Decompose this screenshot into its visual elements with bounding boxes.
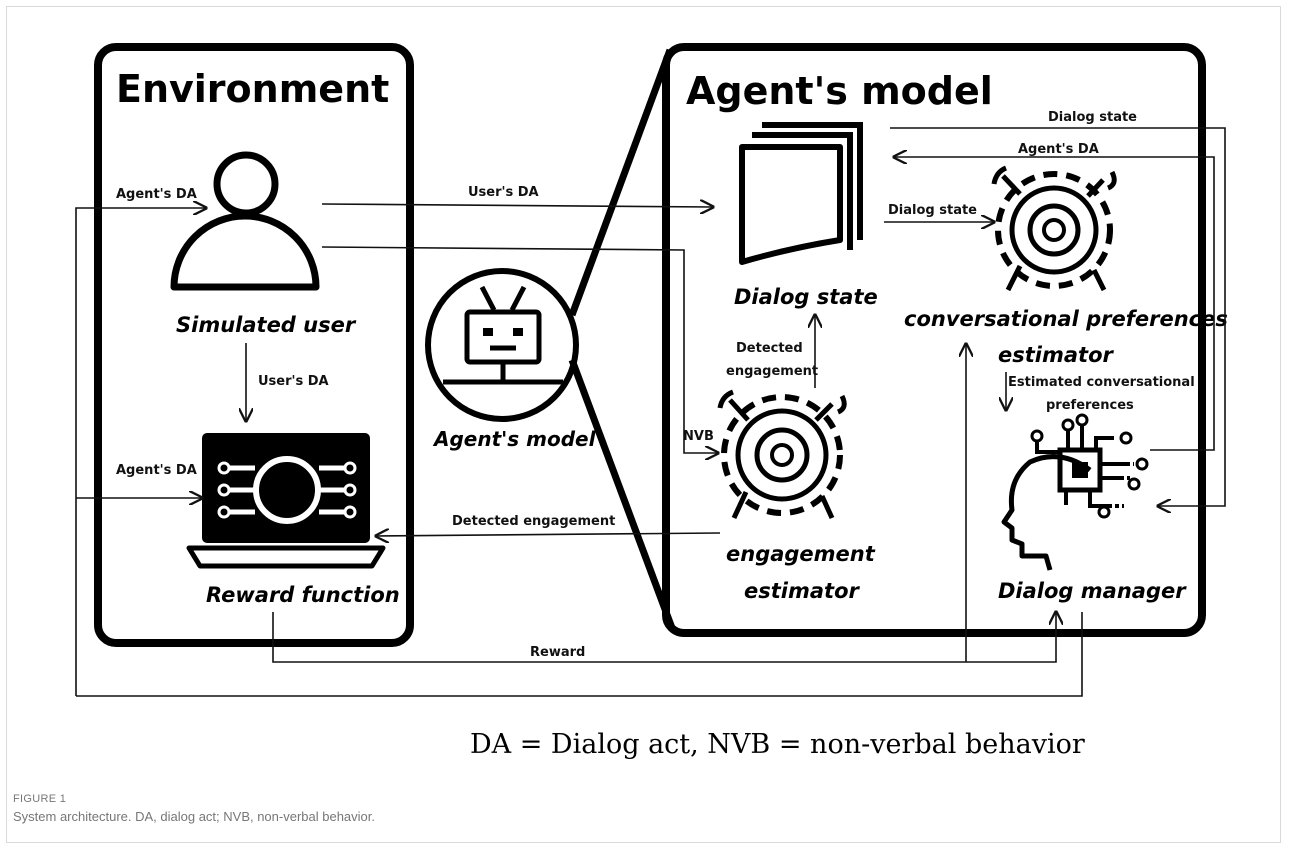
conv-preferences-label-2: estimator — [998, 343, 1114, 367]
edge-label-dialog-state-mid: Dialog state — [888, 203, 977, 218]
edge-label-estimated-2: preferences — [1046, 398, 1134, 413]
conv-preferences-gear-icon — [991, 165, 1117, 292]
laptop-icon — [186, 433, 386, 569]
environment-title: Environment : — [116, 67, 418, 111]
dialog-state-icon — [739, 122, 863, 265]
edge-label-agents-da-reward: Agent's DA — [116, 463, 197, 478]
zoom-line-top — [568, 48, 674, 317]
zoom-line-bottom — [568, 358, 676, 630]
edge-label-users-da-down: User's DA — [258, 374, 329, 389]
edge-label-detected-1: Detected — [736, 341, 803, 356]
agent-model-node-label: Agent's model — [432, 427, 597, 451]
edge-reward — [272, 612, 1056, 663]
edge-users-da-to-dialog-state — [321, 204, 713, 207]
edge-detected-engagement-to-reward — [376, 533, 721, 536]
edge-label-agents-da-user: Agent's DA — [116, 187, 197, 202]
simulated-user-label: Simulated user — [176, 313, 357, 337]
edge-agents-da-to-user — [75, 208, 206, 696]
engagement-gear-icon — [717, 389, 847, 520]
edge-label-reward: Reward — [530, 645, 585, 660]
edge-label-dialog-state-top: Dialog state — [1048, 110, 1137, 125]
dialog-manager-icon — [1001, 413, 1149, 571]
edge-label-detected-2: engagement — [726, 364, 818, 379]
engagement-label-1: engagement — [726, 542, 876, 566]
reward-function-label: Reward function — [206, 583, 400, 607]
agent-model-title: Agent's model — [686, 69, 993, 113]
environment-box — [94, 43, 414, 647]
figure-frame — [6, 6, 1281, 843]
edge-agents-da-top — [894, 157, 1215, 451]
edge-label-agents-da-top: Agent's DA — [1018, 142, 1099, 157]
edge-dialog-state-top — [890, 127, 1226, 506]
legend-text: DA = Dialog act, NVB = non-verbal behavi… — [470, 729, 1085, 760]
user-icon — [170, 151, 320, 291]
engagement-label-2: estimator — [744, 579, 860, 603]
dialog-manager-label: Dialog manager — [998, 579, 1187, 603]
edge-nvb-to-engagement — [321, 246, 718, 453]
edge-agents-da-loop — [76, 612, 1083, 697]
figure-caption: System architecture. DA, dialog act; NVB… — [13, 809, 376, 824]
edge-label-detected-engagement: Detected engagement — [452, 514, 615, 529]
conv-preferences-label-1: conversational preferences — [904, 307, 1228, 331]
edge-label-nvb: NVB — [683, 429, 714, 444]
figure-label: FIGURE 1 — [13, 793, 67, 805]
agent-model-box — [662, 43, 1206, 637]
dialog-state-label: Dialog state — [734, 285, 878, 309]
edge-label-estimated-1: Estimated conversational — [1008, 375, 1195, 390]
edge-label-users-da-top: User's DA — [468, 185, 539, 200]
agent-robot-icon — [425, 268, 579, 422]
